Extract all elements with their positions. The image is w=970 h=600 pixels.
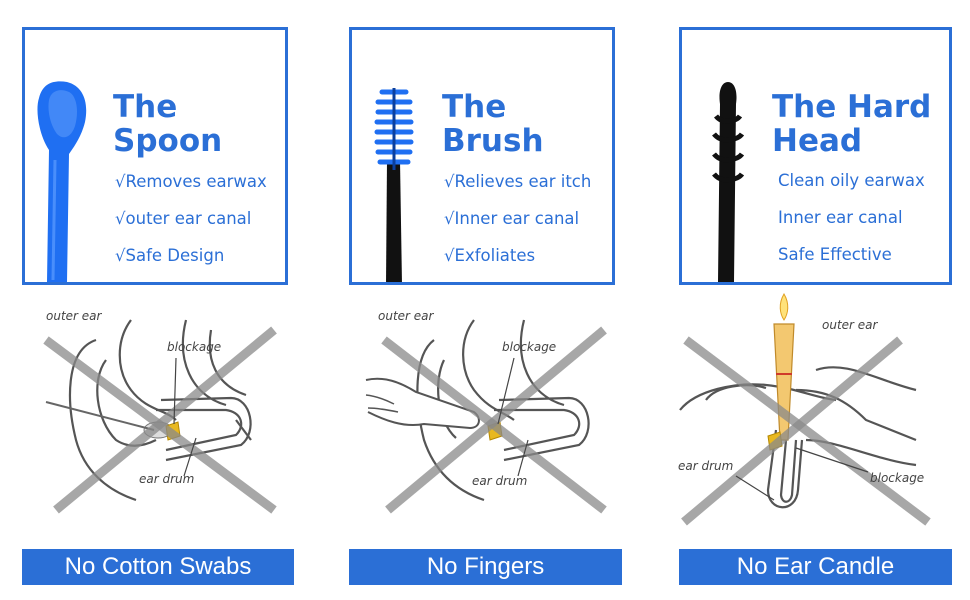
feature-item: Clean oily earwax — [778, 171, 925, 190]
no-fingers-banner: No Fingers — [349, 549, 622, 585]
feature-item: √Safe Design — [115, 246, 225, 265]
diagram-label: ear drum — [472, 474, 527, 488]
feature-item: √Exfoliates — [444, 246, 536, 265]
diagram-label: ear drum — [139, 472, 194, 486]
diagram-label: blockage — [502, 340, 556, 354]
no-cotton-swabs-banner: No Cotton Swabs — [22, 549, 294, 585]
card-title: The Hard Head — [772, 89, 932, 159]
spoon-card: The Spoon √Removes earwax √outer ear can… — [22, 27, 288, 285]
hard-head-card: The Hard Head Clean oily earwax Inner ea… — [679, 27, 952, 285]
no-ear-candle-banner: No Ear Candle — [679, 549, 952, 585]
feature-item: √Relieves ear itch — [444, 172, 592, 191]
diagram-label: outer ear — [822, 318, 879, 332]
feature-item: Safe Effective — [778, 245, 892, 264]
cotton-swab-ear-diagram: outer ear blockage ear drum — [43, 309, 277, 514]
ear-candle-diagram: outer ear ear drum blockage — [678, 293, 931, 526]
card-title: The Brush — [442, 89, 544, 159]
diagram-label: ear drum — [678, 459, 733, 473]
finger-ear-diagram: outer ear blockage ear drum — [365, 309, 607, 514]
feature-item: √outer ear canal — [115, 209, 252, 228]
diagram-label: blockage — [167, 340, 221, 354]
feature-item: √Inner ear canal — [444, 209, 580, 228]
diagram-label: outer ear — [46, 309, 103, 323]
brush-tip-icon — [374, 88, 414, 282]
feature-item: Inner ear canal — [778, 208, 903, 227]
spiral-tip-icon — [712, 82, 745, 282]
card-title: The Spoon — [113, 89, 223, 159]
brush-card: The Brush √Relieves ear itch √Inner ear … — [349, 27, 615, 285]
diagram-label: blockage — [870, 471, 924, 485]
diagram-label: outer ear — [378, 309, 435, 323]
spoon-tip-icon — [37, 81, 87, 282]
feature-item: √Removes earwax — [115, 172, 267, 191]
